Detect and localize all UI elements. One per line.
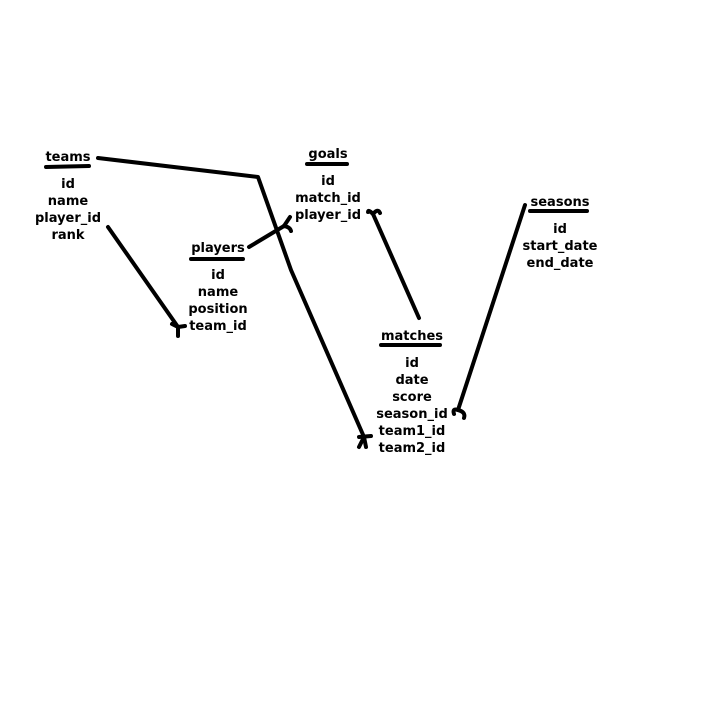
crowfoot-players-teams xyxy=(170,322,187,338)
crowfoot-goals-players xyxy=(282,215,293,233)
field: id xyxy=(61,177,75,192)
relationship-teams-matches xyxy=(96,156,366,439)
field: rank xyxy=(51,228,85,243)
field: team_id xyxy=(189,319,247,334)
entity-goals: goals id match_id player_id xyxy=(288,146,368,224)
crowfoot-matches-seasons xyxy=(451,407,467,420)
field-list-players: id name position team_id xyxy=(178,267,258,335)
entity-matches: matches id date score season_id team1_id… xyxy=(372,328,452,457)
field: score xyxy=(392,390,432,405)
entity-title-goals: goals xyxy=(308,147,348,162)
field-list-matches: id date score season_id team1_id team2_i… xyxy=(372,355,452,457)
field: start_date xyxy=(522,239,598,254)
entity-title-matches: matches xyxy=(380,329,444,344)
relationship-seasons-matches xyxy=(456,203,527,412)
field: match_id xyxy=(295,191,361,206)
field: date xyxy=(395,373,429,388)
entity-players: players id name position team_id xyxy=(178,240,258,335)
entity-title-seasons: seasons xyxy=(530,195,590,210)
field: team2_id xyxy=(378,441,446,456)
field: id xyxy=(553,222,567,237)
field: id xyxy=(211,268,225,283)
field: name xyxy=(47,194,89,209)
field: player_id xyxy=(294,208,362,223)
crowfoot-matches-teams xyxy=(357,434,373,449)
relationship-players-goals xyxy=(247,224,286,249)
field: name xyxy=(197,285,239,300)
entity-teams: teams id name player_id rank xyxy=(28,149,108,244)
field: team1_id xyxy=(378,424,446,439)
field: season_id xyxy=(376,407,448,422)
entity-title-players: players xyxy=(191,241,245,256)
relationship-matches-goals xyxy=(371,212,421,320)
field-list-seasons: id start_date end_date xyxy=(520,221,600,272)
field-list-teams: id name player_id rank xyxy=(28,176,108,244)
field: id xyxy=(321,174,335,189)
field: id xyxy=(405,356,419,371)
field: player_id xyxy=(34,211,102,226)
entity-seasons: seasons id start_date end_date xyxy=(520,194,600,272)
relationship-teams-players xyxy=(106,225,180,329)
crowfoot-goals-matches xyxy=(366,208,382,216)
field: position xyxy=(188,302,248,317)
entity-title-teams: teams xyxy=(45,150,91,165)
teams-title-underline xyxy=(44,164,91,169)
field-list-goals: id match_id player_id xyxy=(288,173,368,224)
field: end_date xyxy=(526,256,594,271)
